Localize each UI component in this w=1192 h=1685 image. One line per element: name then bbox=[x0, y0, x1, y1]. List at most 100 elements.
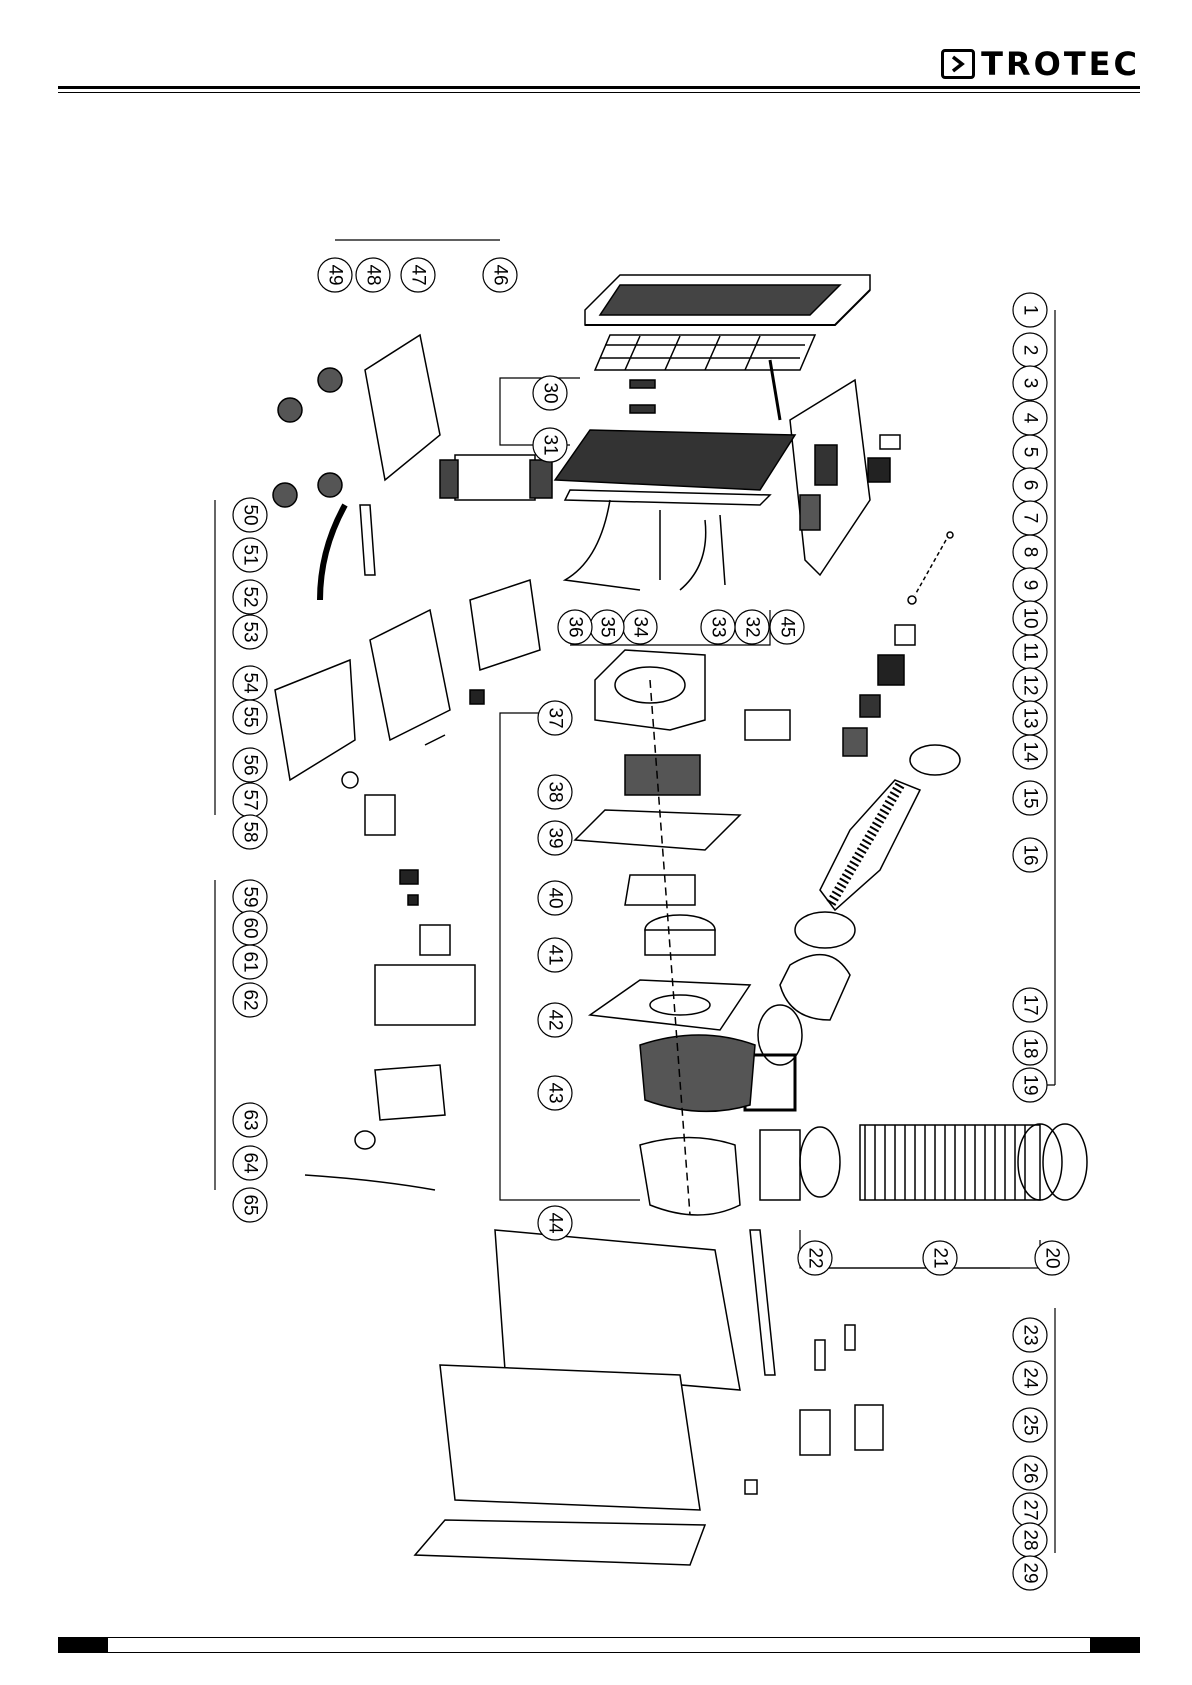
callout-59: 59 bbox=[233, 880, 267, 914]
callout-14: 14 bbox=[1013, 735, 1047, 769]
callout-label: 50 bbox=[240, 504, 261, 525]
callout-label: 28 bbox=[1020, 1529, 1041, 1550]
callout-51: 51 bbox=[233, 538, 267, 572]
callout-57: 57 bbox=[233, 783, 267, 817]
callout-label: 42 bbox=[545, 1009, 566, 1030]
callout-label: 22 bbox=[805, 1247, 826, 1268]
callout-label: 52 bbox=[240, 586, 261, 607]
callout-label: 8 bbox=[1020, 547, 1041, 558]
callout-label: 39 bbox=[545, 827, 566, 848]
callout-8: 8 bbox=[1013, 535, 1047, 569]
callout-55: 55 bbox=[233, 700, 267, 734]
callout-31: 31 bbox=[533, 428, 567, 462]
callout-label: 16 bbox=[1020, 844, 1041, 865]
callout-2: 2 bbox=[1013, 333, 1047, 367]
callout-label: 48 bbox=[363, 264, 384, 285]
callout-32: 32 bbox=[735, 610, 769, 644]
callout-47: 47 bbox=[401, 258, 435, 292]
footer-right-block bbox=[1090, 1637, 1140, 1653]
callout-5: 5 bbox=[1013, 435, 1047, 469]
callout-61: 61 bbox=[233, 945, 267, 979]
callout-56: 56 bbox=[233, 748, 267, 782]
callout-42: 42 bbox=[538, 1003, 572, 1037]
callout-label: 55 bbox=[240, 706, 261, 727]
callout-52: 52 bbox=[233, 580, 267, 614]
callout-21: 21 bbox=[923, 1241, 957, 1275]
callout-7: 7 bbox=[1013, 501, 1047, 535]
callout-label: 27 bbox=[1020, 1499, 1041, 1520]
callout-label: 33 bbox=[708, 616, 729, 637]
callout-label: 34 bbox=[630, 616, 651, 638]
callout-23: 23 bbox=[1013, 1318, 1047, 1352]
part-fan-housing bbox=[595, 650, 705, 730]
callout-label: 44 bbox=[545, 1212, 566, 1234]
callout-58: 58 bbox=[233, 815, 267, 849]
callout-label: 19 bbox=[1020, 1074, 1041, 1095]
callout-49: 49 bbox=[318, 258, 352, 292]
callout-45: 45 bbox=[770, 610, 804, 644]
callout-label: 64 bbox=[240, 1152, 261, 1174]
part-base-panels bbox=[415, 1230, 883, 1565]
callout-46: 46 bbox=[483, 258, 517, 292]
callout-40: 40 bbox=[538, 881, 572, 915]
callout-50: 50 bbox=[233, 498, 267, 532]
callout-4: 4 bbox=[1013, 401, 1047, 435]
callout-37: 37 bbox=[538, 701, 572, 735]
callout-36: 36 bbox=[558, 610, 592, 644]
callout-label: 23 bbox=[1020, 1324, 1041, 1345]
callout-60: 60 bbox=[233, 911, 267, 945]
callout-label: 17 bbox=[1020, 994, 1041, 1015]
callout-label: 47 bbox=[408, 264, 429, 285]
callout-41: 41 bbox=[538, 938, 572, 972]
part-top-grille bbox=[585, 275, 870, 325]
callout-33: 33 bbox=[701, 610, 735, 644]
callout-label: 53 bbox=[240, 621, 261, 642]
part-compressor bbox=[440, 455, 552, 500]
callout-label: 49 bbox=[325, 264, 346, 285]
callout-35: 35 bbox=[590, 610, 624, 644]
callout-12: 12 bbox=[1013, 668, 1047, 702]
callout-label: 1 bbox=[1020, 305, 1041, 316]
callout-label: 21 bbox=[930, 1247, 951, 1268]
callout-38: 38 bbox=[538, 775, 572, 809]
callout-label: 36 bbox=[565, 616, 586, 637]
callout-label: 14 bbox=[1020, 741, 1041, 763]
callout-label: 10 bbox=[1020, 607, 1041, 628]
callout-label: 20 bbox=[1042, 1247, 1063, 1268]
callout-label: 59 bbox=[240, 886, 261, 907]
callout-label: 2 bbox=[1020, 345, 1041, 356]
part-exhaust-hose bbox=[795, 745, 960, 948]
callout-label: 60 bbox=[240, 917, 261, 938]
callout-label: 12 bbox=[1020, 674, 1041, 695]
callout-label: 7 bbox=[1020, 513, 1041, 524]
callout-19: 19 bbox=[1013, 1068, 1047, 1102]
callout-label: 51 bbox=[240, 544, 261, 565]
callout-label: 40 bbox=[545, 887, 566, 908]
callout-65: 65 bbox=[233, 1188, 267, 1222]
callout-27: 27 bbox=[1013, 1493, 1047, 1527]
callout-label: 43 bbox=[545, 1082, 566, 1103]
callout-62: 62 bbox=[233, 983, 267, 1017]
callout-26: 26 bbox=[1013, 1456, 1047, 1490]
callout-label: 26 bbox=[1020, 1462, 1041, 1483]
callout-29: 29 bbox=[1013, 1556, 1047, 1590]
callout-28: 28 bbox=[1013, 1523, 1047, 1557]
part-side-panel bbox=[790, 380, 900, 575]
callout-label: 4 bbox=[1020, 413, 1041, 424]
callout-label: 18 bbox=[1020, 1037, 1041, 1058]
callout-6: 6 bbox=[1013, 468, 1047, 502]
callout-3: 3 bbox=[1013, 366, 1047, 400]
callout-label: 6 bbox=[1020, 480, 1041, 491]
callout-label: 29 bbox=[1020, 1562, 1041, 1583]
callout-label: 31 bbox=[540, 434, 561, 455]
callout-11: 11 bbox=[1013, 635, 1047, 669]
callout-label: 38 bbox=[545, 781, 566, 802]
callout-48: 48 bbox=[356, 258, 390, 292]
callout-17: 17 bbox=[1013, 988, 1047, 1022]
part-window-hose bbox=[760, 1124, 1087, 1200]
callout-label: 35 bbox=[597, 616, 618, 637]
callout-64: 64 bbox=[233, 1146, 267, 1180]
callout-label: 25 bbox=[1020, 1414, 1041, 1435]
callout-13: 13 bbox=[1013, 701, 1047, 735]
